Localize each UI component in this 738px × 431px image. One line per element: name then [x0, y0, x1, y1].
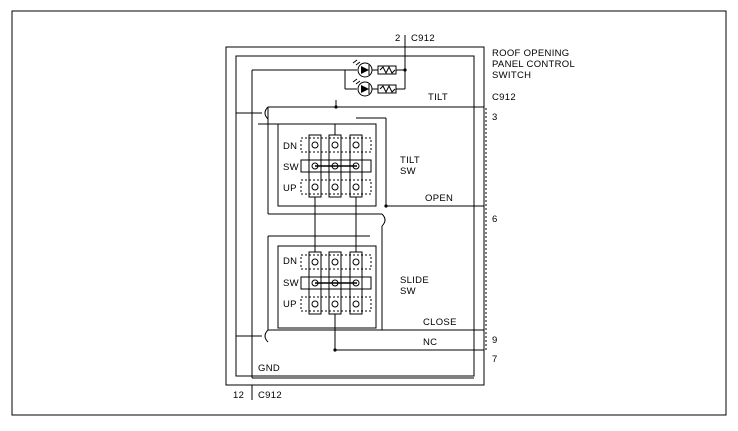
switch-housing-inner	[235, 55, 475, 377]
gnd-label: GND	[258, 363, 280, 374]
slide-row-sw: SW	[283, 278, 299, 289]
switch-contact-icon	[311, 258, 360, 308]
nc-wire: NC	[333, 337, 484, 352]
bottom-pin-number: 12	[233, 390, 244, 401]
slide-switch-label-1: SLIDE	[400, 275, 429, 286]
open-wire: OPEN	[356, 117, 484, 330]
right-connector: C912 3 6 9 7	[485, 92, 516, 365]
slide-switch-label-2: SW	[400, 286, 416, 297]
gnd-wire: GND	[252, 363, 474, 379]
nc-wire-label: NC	[423, 337, 437, 348]
switch-title-line-2: PANEL CONTROL	[492, 59, 575, 70]
tilt-wire: TILT	[236, 92, 484, 215]
tilt-switch: DN SW UP TILT SW	[258, 123, 420, 207]
slide-switch: DN SW UP SLIDE SW	[267, 206, 429, 350]
tilt-row-sw: SW	[283, 162, 299, 173]
switch-title-line-3: SWITCH	[492, 70, 531, 81]
tilt-switch-label-1: TILT	[400, 155, 420, 166]
close-wire-label: CLOSE	[423, 317, 457, 328]
led-icon	[352, 78, 373, 97]
switch-title-line-1: ROOF OPENING	[492, 48, 570, 59]
tilt-wire-label: TILT	[428, 92, 448, 103]
tilt-switch-label-2: SW	[400, 166, 416, 177]
switch-housing-outer	[225, 46, 485, 386]
page-frame	[11, 10, 727, 416]
right-pin-3: 3	[492, 112, 498, 123]
slide-row-dn: DN	[283, 256, 297, 267]
right-pin-7: 7	[492, 354, 498, 365]
bottom-connector-id: C912	[258, 390, 282, 401]
top-connector: 2 C912	[395, 33, 435, 72]
tilt-row-dn: DN	[283, 141, 297, 152]
slide-row-up: UP	[283, 299, 297, 310]
resistor-icon	[377, 84, 397, 94]
tilt-row-up: UP	[283, 183, 297, 194]
led-icon	[352, 59, 373, 78]
open-wire-label: OPEN	[425, 193, 453, 204]
top-connector-id: C912	[411, 33, 435, 44]
switch-title: ROOF OPENING PANEL CONTROL SWITCH	[492, 48, 575, 81]
bottom-connector: 12 C912	[233, 385, 282, 401]
right-pin-9: 9	[492, 335, 498, 346]
right-connector-id: C912	[492, 92, 516, 103]
top-pin-number: 2	[395, 33, 401, 44]
resistor-icon	[377, 65, 397, 75]
illumination-circuit	[251, 59, 407, 378]
close-wire: CLOSE	[236, 317, 484, 343]
switch-contact-icon	[311, 141, 360, 191]
right-pin-6: 6	[492, 214, 498, 225]
